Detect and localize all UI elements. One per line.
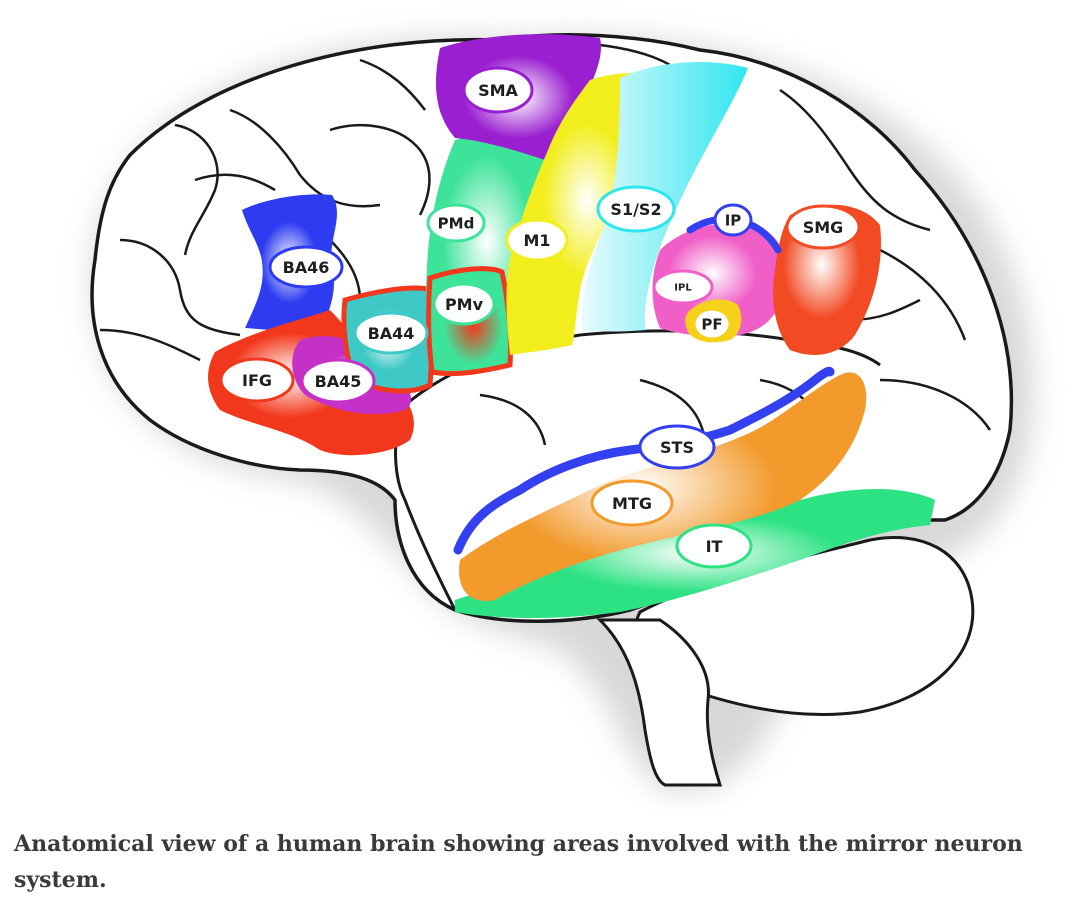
- label-ip: IP: [713, 203, 753, 237]
- label-oval-s1s2: [596, 185, 676, 233]
- label-oval-mtg: [590, 479, 674, 527]
- label-ba45: BA45: [300, 358, 376, 404]
- label-text-ba45: BA45: [315, 372, 362, 391]
- figure-caption: Anatomical view of a human brain showing…: [14, 831, 1023, 893]
- label-it: IT: [675, 523, 753, 569]
- label-oval-pmv: [432, 282, 496, 326]
- label-ba44: BA44: [353, 311, 429, 355]
- brain-stem: [596, 618, 723, 787]
- label-m1: M1: [505, 218, 569, 262]
- area-parietal: [652, 222, 786, 337]
- label-text-pmd: PMd: [438, 214, 475, 232]
- label-sts: STS: [638, 424, 716, 470]
- label-text-s1s2: S1/S2: [610, 200, 661, 219]
- label-oval-pf: [692, 307, 732, 341]
- area-mtg: [459, 372, 867, 601]
- label-ipl: IPL: [652, 269, 714, 305]
- label-text-it: IT: [706, 537, 723, 556]
- label-text-smg: SMG: [803, 218, 844, 237]
- label-mtg: MTG: [590, 479, 674, 527]
- label-text-ipl: IPL: [674, 283, 692, 294]
- label-oval-ba45: [300, 358, 376, 404]
- label-oval-ifg: [219, 357, 295, 403]
- label-text-mtg: MTG: [612, 494, 652, 513]
- label-pf: PF: [692, 307, 732, 341]
- label-text-sts: STS: [660, 438, 694, 457]
- label-oval-smg: [785, 204, 861, 250]
- label-oval-ba44: [353, 311, 429, 355]
- label-text-ifg: IFG: [242, 371, 272, 390]
- label-ba46: BA46: [268, 245, 344, 289]
- label-text-ba44: BA44: [368, 324, 415, 343]
- label-ifg: IFG: [219, 357, 295, 403]
- label-text-ip: IP: [725, 211, 742, 229]
- label-pmd: PMd: [426, 203, 486, 243]
- label-sma: SMA: [462, 66, 534, 114]
- label-oval-pmd: [426, 203, 486, 243]
- label-text-sma: SMA: [478, 81, 518, 100]
- label-oval-ipl: [652, 269, 714, 305]
- label-oval-ip: [713, 203, 753, 237]
- label-oval-sts: [638, 424, 716, 470]
- label-s1s2: S1/S2: [596, 185, 676, 233]
- label-oval-it: [675, 523, 753, 569]
- label-oval-m1: [505, 218, 569, 262]
- label-text-ba46: BA46: [283, 258, 330, 277]
- label-smg: SMG: [785, 204, 861, 250]
- label-oval-ba46: [268, 245, 344, 289]
- label-text-pf: PF: [701, 315, 722, 333]
- label-pmv: PMv: [432, 282, 496, 326]
- label-oval-sma: [462, 66, 534, 114]
- label-text-pmv: PMv: [445, 295, 484, 314]
- label-text-m1: M1: [523, 231, 550, 250]
